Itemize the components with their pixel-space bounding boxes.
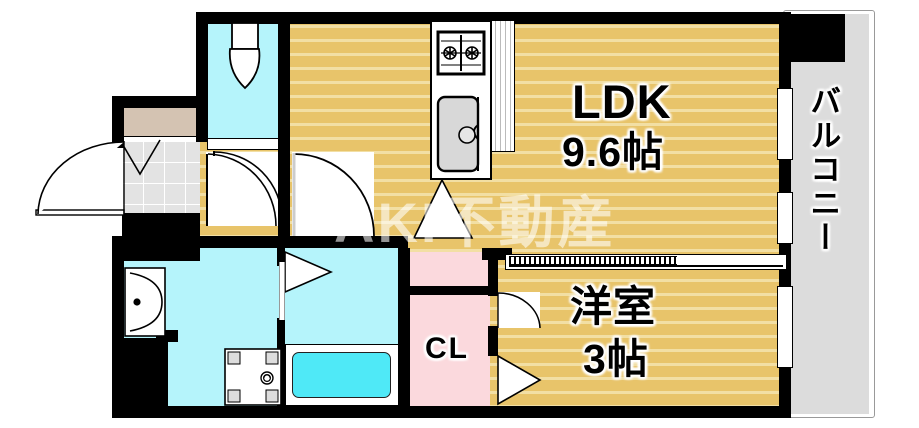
wall-bedroom-top-stub xyxy=(482,248,512,260)
genkan-tile-floor xyxy=(122,141,200,213)
wall-hall-bottom xyxy=(196,236,292,248)
vanity-sink-icon[interactable] xyxy=(124,267,166,337)
entry-door[interactable] xyxy=(35,140,128,216)
bedroom-label: 洋室 xyxy=(570,283,657,330)
bedroom-size-label: 3帖 xyxy=(583,336,649,382)
wall-closet-right2 xyxy=(488,326,498,356)
wall-bath-left xyxy=(277,248,285,266)
kitchen-window[interactable] xyxy=(489,20,515,152)
wall-right-mid xyxy=(779,160,791,192)
genkan-step-line xyxy=(119,139,161,176)
washroom-door[interactable] xyxy=(279,262,285,320)
balcony-window-lower[interactable] xyxy=(777,286,793,368)
wall-genkan-corner xyxy=(122,213,200,261)
balcony-top-wall xyxy=(787,14,845,62)
wall-top xyxy=(196,12,791,24)
gas-stove-icon xyxy=(436,30,486,76)
bedroom-door[interactable] xyxy=(497,354,542,406)
balcony-window-mid[interactable] xyxy=(777,192,793,244)
bath-door[interactable] xyxy=(284,250,335,294)
wall-bottom xyxy=(112,406,791,418)
washing-machine-pan-icon xyxy=(224,348,282,406)
balcony-label: バルコニー xyxy=(805,85,841,255)
shoe-cabinet xyxy=(122,105,200,137)
wall-closet-left xyxy=(398,248,410,414)
kitchen-sink-icon xyxy=(436,95,480,173)
bedroom-floor xyxy=(489,254,787,414)
wall-ldk-left xyxy=(278,12,290,132)
wall-entry-left xyxy=(112,96,124,148)
closet-area xyxy=(408,294,490,414)
closet-shelf-divider xyxy=(404,286,496,295)
ldk-door[interactable] xyxy=(292,152,376,238)
closet-upper xyxy=(408,252,490,288)
wall-closet-right xyxy=(488,248,498,296)
wall-toilet-left xyxy=(196,12,208,142)
sliding-partition[interactable] xyxy=(509,256,677,265)
balcony-window-upper[interactable] xyxy=(777,88,793,160)
genkan-hall-door[interactable] xyxy=(206,152,280,228)
wall-right-lower xyxy=(779,368,791,416)
wall-left-lower xyxy=(112,338,168,418)
ldk-size-label: 9.6帖 xyxy=(562,129,664,175)
ldk-folding-door[interactable] xyxy=(412,178,474,240)
wall-ldk-left2 xyxy=(278,160,290,238)
toilet-door[interactable] xyxy=(212,150,284,222)
wall-entry-top xyxy=(112,96,200,108)
toilet-step xyxy=(207,138,279,150)
wall-hall-right xyxy=(278,236,408,248)
closet-door[interactable] xyxy=(497,292,542,330)
toilet-bowl-icon xyxy=(228,22,261,90)
sliding-partition-rail xyxy=(509,265,783,267)
balcony-floor xyxy=(789,16,867,412)
bathtub xyxy=(292,352,391,398)
closet-label: CL xyxy=(425,332,469,365)
ldk-label: LDK xyxy=(572,75,672,128)
wall-washroom-left-upper xyxy=(112,248,124,340)
